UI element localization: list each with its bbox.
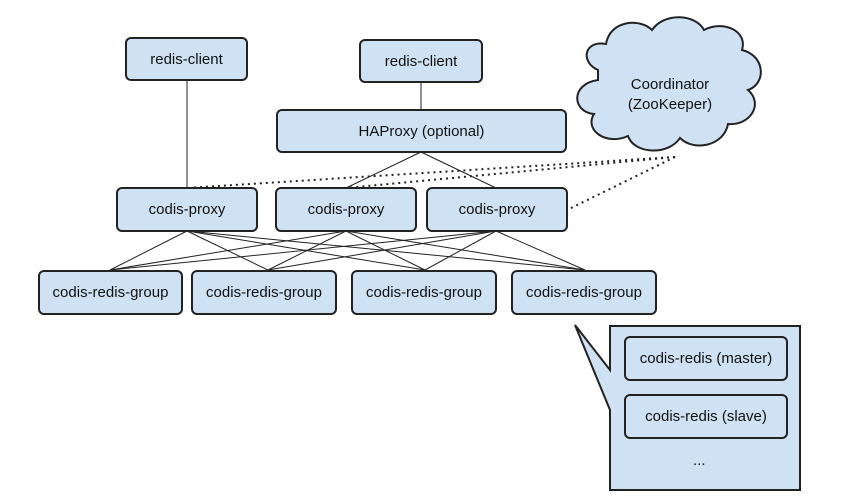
coordinator-label: Coordinator (ZooKeeper) (590, 75, 750, 115)
codis-proxy-box-1[interactable]: codis-proxy (116, 187, 258, 232)
redis-client-label: redis-client (150, 50, 223, 68)
codis-proxy-label: codis-proxy (148, 201, 226, 218)
codis-proxy-box-3[interactable]: codis-proxy (426, 187, 568, 232)
codis-redis-master-label: codis-redis (master) (639, 350, 773, 367)
haproxy-to-proxy-links (345, 151, 497, 189)
cloud-shape (576, 16, 762, 152)
codis-redis-group-label: codis-redis-group (366, 284, 482, 301)
haproxy-label: HAProxy (optional) (358, 122, 485, 140)
codis-redis-group-box-3[interactable]: codis-redis-group (351, 270, 497, 315)
coordinator-impl: (ZooKeeper) (627, 96, 713, 113)
codis-redis-slave-label: codis-redis (slave) (645, 408, 767, 425)
codis-redis-master-box[interactable]: codis-redis (master) (624, 336, 788, 381)
codis-redis-group-label: codis-redis-group (526, 284, 642, 301)
codis-redis-group-box-4[interactable]: codis-redis-group (511, 270, 657, 315)
haproxy-box[interactable]: HAProxy (optional) (276, 109, 567, 153)
coordinator-links (186, 156, 676, 211)
codis-proxy-box-2[interactable]: codis-proxy (275, 187, 417, 232)
proxy-to-group-mesh (109, 230, 586, 271)
codis-redis-group-label: codis-redis-group (52, 284, 169, 301)
codis-proxy-label: codis-proxy (307, 201, 385, 218)
codis-redis-group-box-1[interactable]: codis-redis-group (38, 270, 183, 315)
redis-client-box-right[interactable]: redis-client (359, 39, 483, 83)
codis-redis-slave-box[interactable]: codis-redis (slave) (624, 394, 788, 439)
coordinator-name: Coordinator (630, 76, 710, 93)
codis-redis-group-label: codis-redis-group (206, 284, 322, 301)
redis-client-label: redis-client (384, 52, 458, 70)
codis-redis-group-box-2[interactable]: codis-redis-group (191, 270, 337, 315)
more-instances-ellipsis: ... (693, 452, 706, 469)
redis-client-box-left[interactable]: redis-client (125, 37, 248, 81)
codis-proxy-label: codis-proxy (458, 201, 536, 218)
